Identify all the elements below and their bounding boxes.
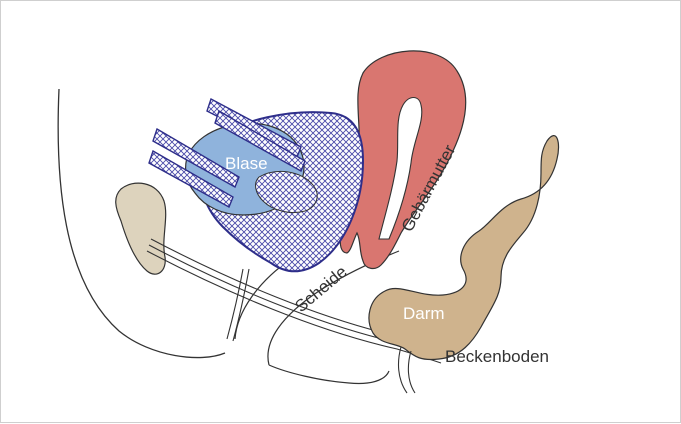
label-beckenboden: Beckenboden [445,347,549,366]
label-blase: Blase [225,154,268,173]
label-darm: Darm [403,304,445,323]
pubic-bone [116,183,166,274]
